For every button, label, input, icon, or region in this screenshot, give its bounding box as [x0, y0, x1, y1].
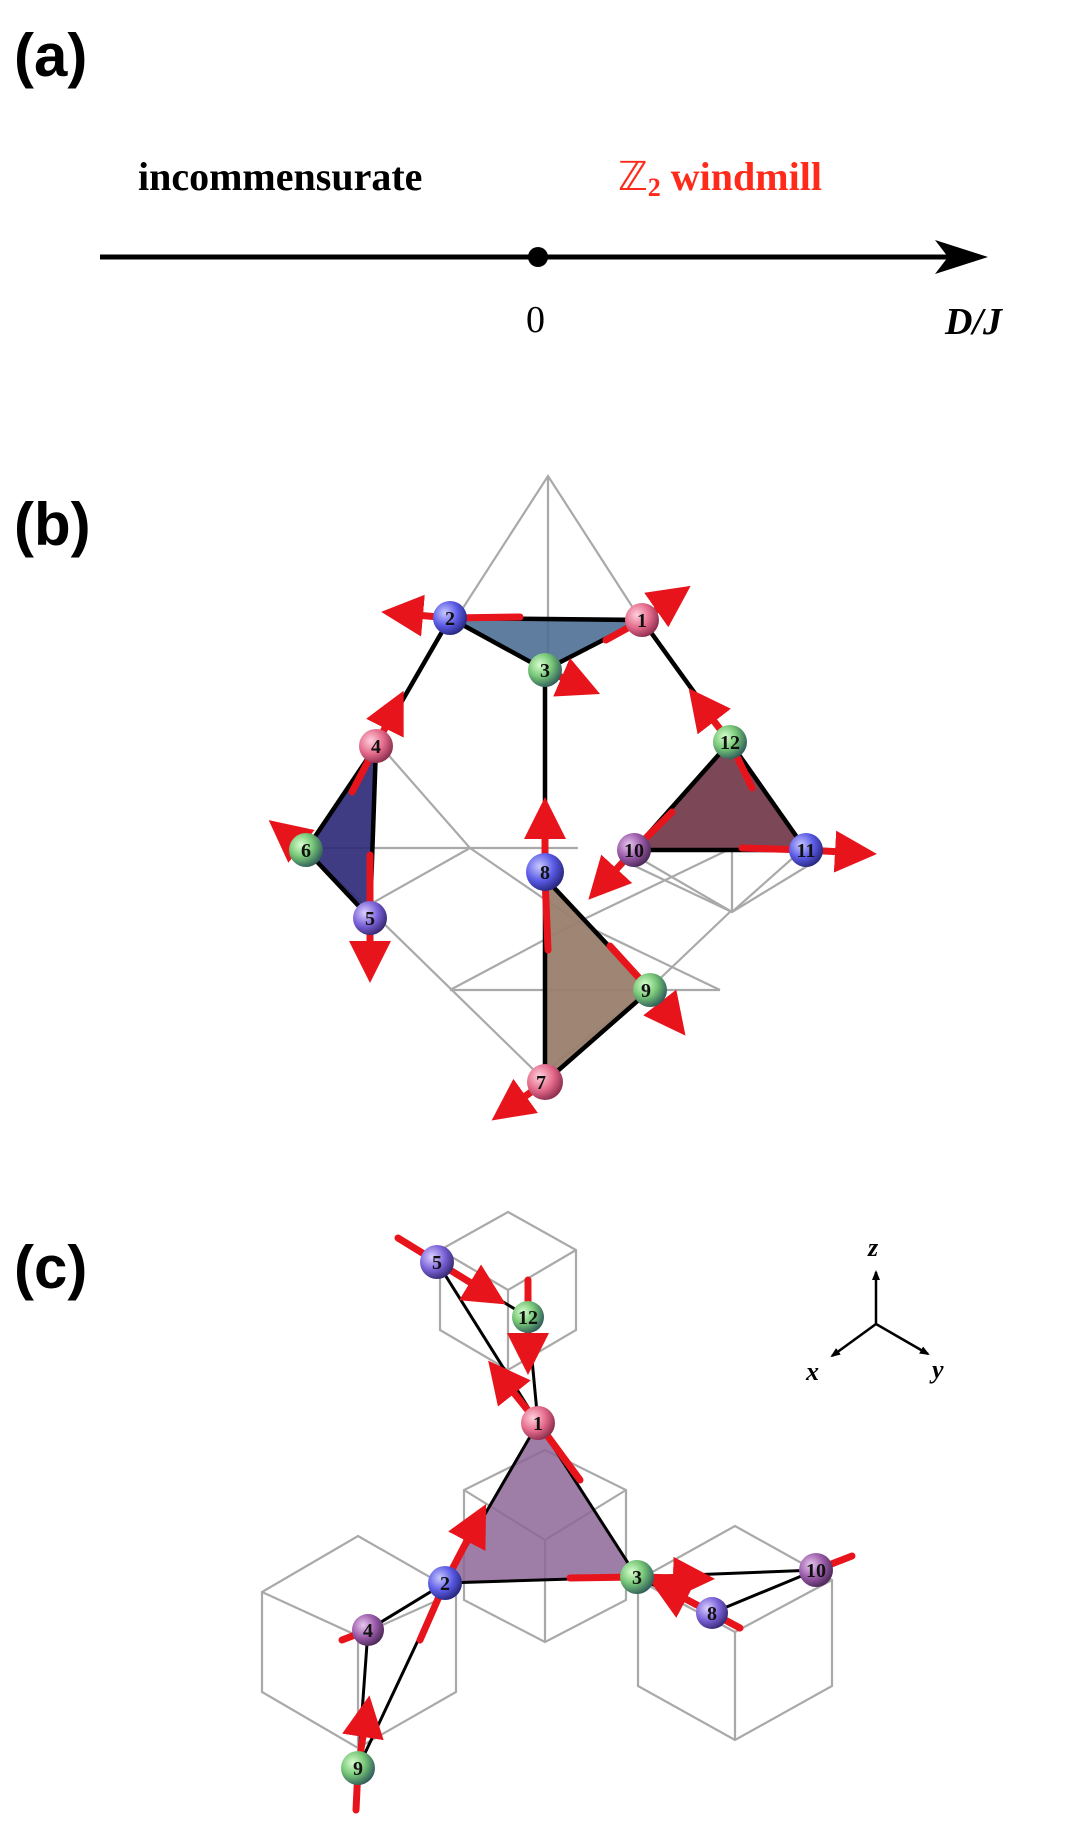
- site-8-c: 8: [696, 1597, 728, 1629]
- phase-label-incommensurate: incommensurate: [138, 154, 422, 199]
- svg-text:6: 6: [301, 840, 311, 862]
- sites-c: 5 12 1 2 3 4 9 8 10: [341, 1245, 833, 1785]
- site-3-c: 3: [620, 1560, 654, 1594]
- triangle-1-2-3: [450, 618, 642, 670]
- site-4: 4: [359, 729, 393, 763]
- panel-label-c: (c): [14, 1234, 87, 1301]
- triangle-7-8-9: [545, 878, 650, 1082]
- site-9-c: 9: [341, 1751, 375, 1785]
- site-12-c: 12: [512, 1301, 544, 1333]
- site-4-c: 4: [352, 1614, 384, 1646]
- z2-subscript: 2: [648, 173, 661, 202]
- site-1-c: 1: [521, 1406, 555, 1440]
- z2-symbol: ℤ: [618, 154, 648, 199]
- phase-axis: [100, 240, 988, 274]
- axis-label-d-over-j: D/J: [944, 301, 1003, 343]
- site-3: 3: [528, 653, 562, 687]
- site-8: 8: [526, 853, 564, 891]
- svg-text:12: 12: [518, 1307, 538, 1329]
- svg-text:12: 12: [720, 732, 740, 754]
- panel-label-a: (a): [14, 22, 87, 89]
- site-6: 6: [289, 833, 323, 867]
- svg-text:5: 5: [432, 1252, 442, 1274]
- site-10: 10: [617, 833, 651, 867]
- svg-text:3: 3: [540, 660, 550, 682]
- svg-text:3: 3: [632, 1567, 642, 1589]
- site-5-c: 5: [420, 1245, 454, 1279]
- site-1: 1: [625, 603, 659, 637]
- site-10-c: 10: [799, 1553, 833, 1587]
- triangle-10-11-12: [634, 742, 806, 850]
- svg-text:11: 11: [797, 840, 816, 862]
- phase-label-z2-windmill: ℤ2 windmill: [618, 154, 822, 202]
- site-9: 9: [633, 973, 667, 1007]
- svg-text:8: 8: [707, 1603, 717, 1625]
- svg-text:4: 4: [371, 736, 381, 758]
- svg-text:1: 1: [637, 610, 647, 632]
- svg-text:4: 4: [363, 1620, 373, 1642]
- axis-z-label: z: [867, 1233, 879, 1262]
- svg-text:8: 8: [540, 862, 550, 884]
- coordinate-axes-icon: z x y: [805, 1233, 944, 1386]
- svg-text:9: 9: [641, 980, 651, 1002]
- sites-b: 1 2 3 4 5 6 7 8 9 10 11 12: [289, 601, 823, 1100]
- panel-b: (b): [14, 473, 877, 1121]
- svg-text:10: 10: [806, 1560, 826, 1582]
- site-2: 2: [433, 601, 467, 635]
- triangle-1-2-3-c: [445, 1423, 637, 1583]
- axis-y-label: y: [929, 1355, 944, 1384]
- svg-text:2: 2: [445, 608, 455, 630]
- site-11: 11: [789, 833, 823, 867]
- svg-text:10: 10: [624, 840, 644, 862]
- site-7: 7: [527, 1064, 563, 1100]
- tick-zero: 0: [526, 299, 545, 341]
- transition-point: [528, 247, 548, 267]
- svg-text:5: 5: [365, 908, 375, 930]
- svg-text:2: 2: [440, 1573, 450, 1595]
- svg-text:7: 7: [536, 1072, 546, 1094]
- axis-x-label: x: [805, 1357, 819, 1386]
- site-12: 12: [713, 725, 747, 759]
- site-5: 5: [353, 901, 387, 935]
- panel-label-b: (b): [14, 491, 91, 558]
- windmill-word: windmill: [671, 154, 822, 199]
- panel-c: (c): [14, 1210, 944, 1814]
- triangle-4-5-6: [306, 746, 376, 918]
- svg-text:1: 1: [533, 1413, 543, 1435]
- axis-arrowhead-icon: [935, 240, 988, 274]
- svg-text:9: 9: [353, 1758, 363, 1780]
- site-2-c: 2: [428, 1566, 462, 1600]
- panel-a: (a) incommensurate ℤ2 windmill 0 D/J: [14, 22, 1003, 343]
